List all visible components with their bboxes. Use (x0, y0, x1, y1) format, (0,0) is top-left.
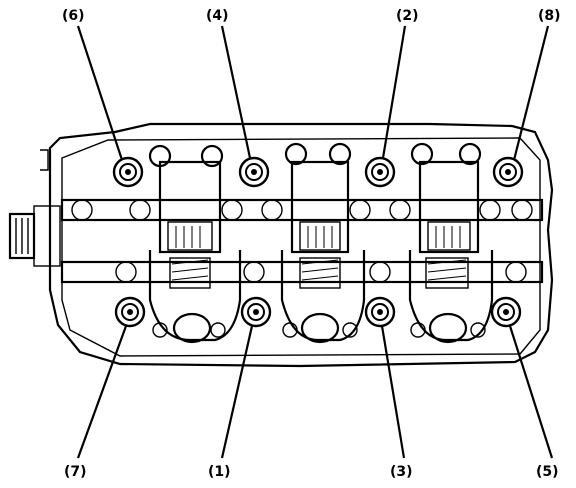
bolt-7 (114, 296, 146, 328)
callout-7: (7) (64, 464, 87, 480)
callout-1: (1) (208, 464, 231, 480)
bolt-6 (112, 156, 144, 188)
leader-3 (380, 325, 406, 459)
bolt-1 (240, 296, 272, 328)
rocker-arm-assembly-1 (148, 144, 242, 344)
bolt-8 (492, 156, 524, 188)
bolt-4 (238, 156, 270, 188)
leader-7 (76, 325, 128, 459)
bolt-3 (364, 296, 396, 328)
leader-5 (508, 325, 554, 459)
callout-4: (4) (206, 8, 229, 24)
callout-3: (3) (390, 464, 413, 480)
callout-6: (6) (62, 8, 85, 24)
callout-8: (8) (538, 8, 561, 24)
rocker-arm-assembly-2 (280, 142, 366, 344)
rocker-shafts (60, 198, 544, 284)
bolt-5 (490, 296, 522, 328)
leader-2 (381, 25, 407, 159)
leader-1 (220, 325, 254, 459)
leader-6 (76, 25, 124, 161)
callout-5: (5) (536, 464, 559, 480)
cylinder-head (8, 122, 554, 368)
leader-lines (76, 25, 554, 459)
leader-4 (220, 25, 252, 159)
bolt-2 (364, 156, 396, 188)
callout-2: (2) (396, 8, 419, 24)
leader-8 (512, 25, 550, 161)
rocker-arm-assembly-3 (408, 142, 494, 344)
